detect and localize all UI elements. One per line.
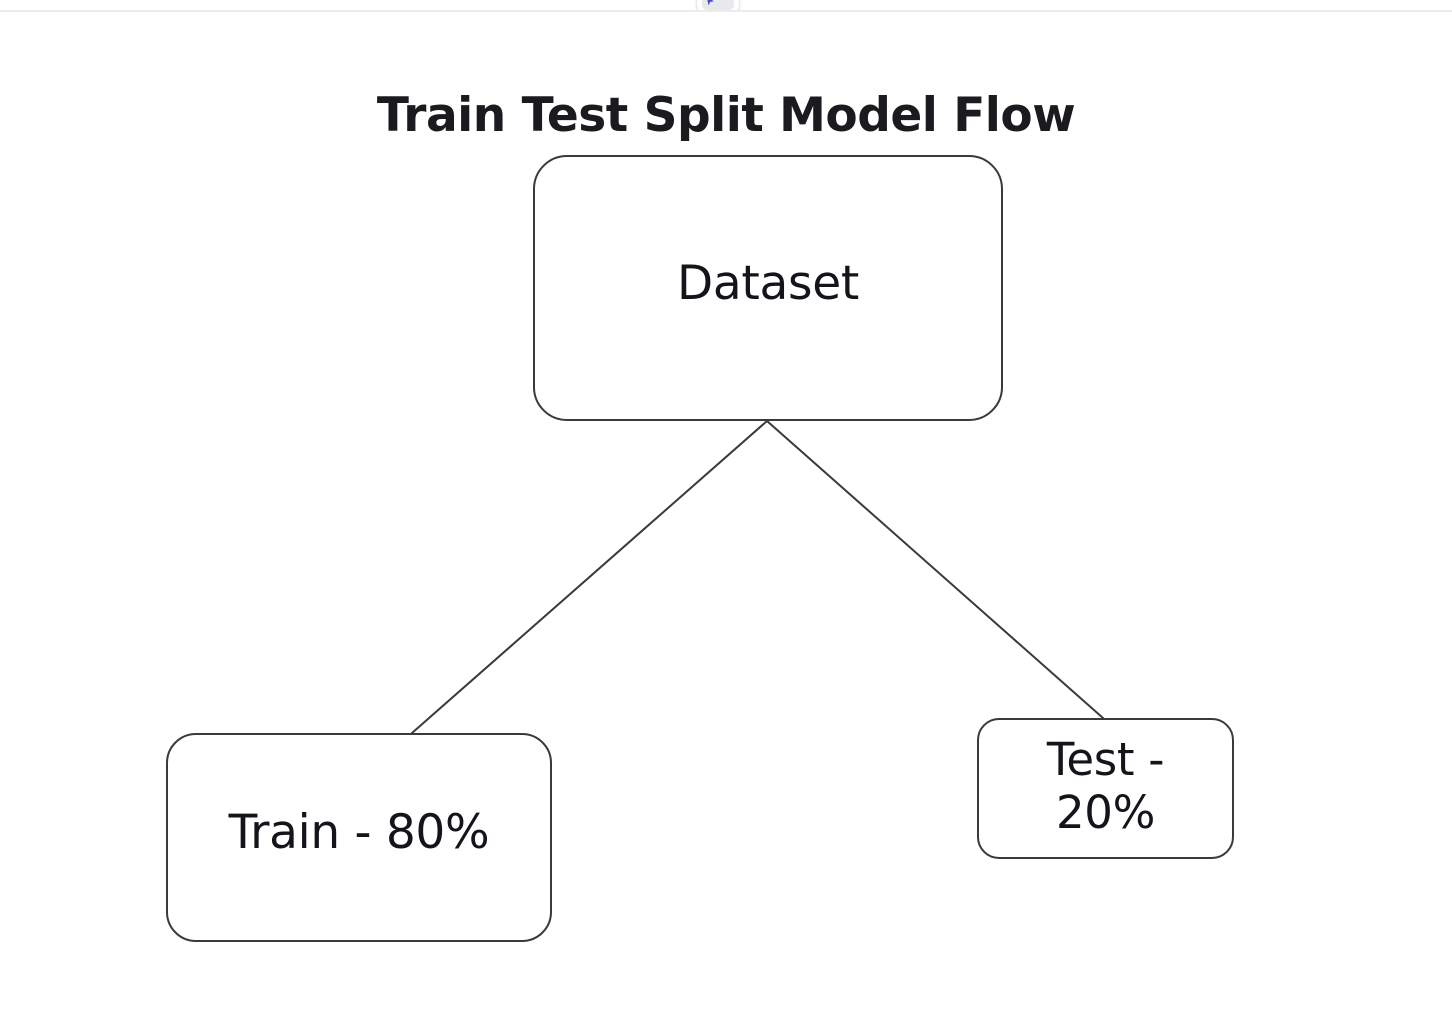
selection-tool-button[interactable] bbox=[702, 0, 734, 10]
drawing-canvas[interactable]: Train Test Split Model Flow Dataset Trai… bbox=[0, 12, 1452, 1028]
node-train[interactable]: Train - 80% bbox=[166, 733, 552, 942]
node-train-label: Train - 80% bbox=[228, 805, 490, 861]
node-dataset-label: Dataset bbox=[677, 255, 859, 311]
node-test-label: Test - 20% bbox=[1046, 733, 1165, 839]
node-test[interactable]: Test - 20% bbox=[977, 718, 1234, 859]
cursor-icon bbox=[706, 0, 715, 6]
edge-dataset-to-test[interactable] bbox=[766, 420, 1104, 719]
node-dataset[interactable]: Dataset bbox=[533, 155, 1003, 421]
toolbar-separator bbox=[0, 10, 1452, 12]
toolbar-island[interactable] bbox=[696, 0, 740, 12]
edge-dataset-to-train[interactable] bbox=[411, 420, 768, 734]
app-toolbar-sliver bbox=[0, 0, 1452, 12]
diagram-title[interactable]: Train Test Split Model Flow bbox=[376, 88, 1076, 143]
